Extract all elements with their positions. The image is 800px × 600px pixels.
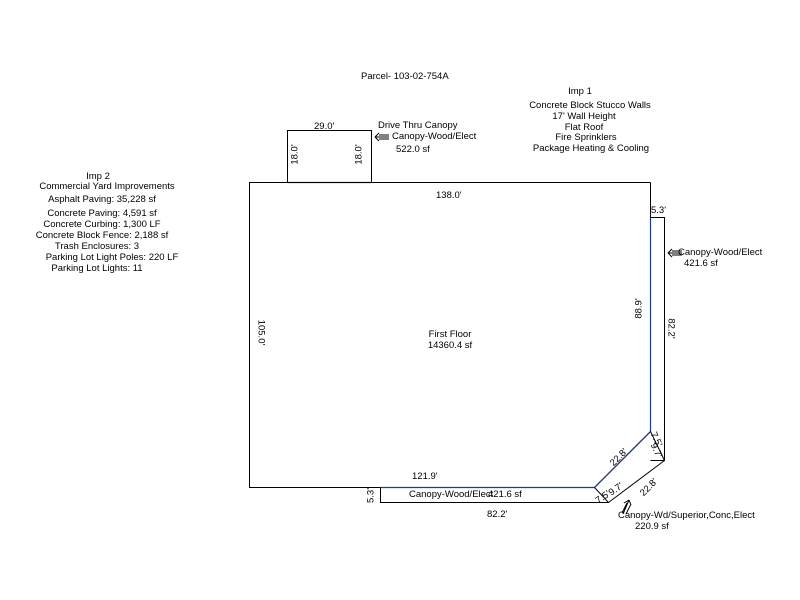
imp1-line: Fire Sprinklers <box>555 132 617 143</box>
corner-canopy-shared-edge <box>594 431 651 488</box>
corner-canopy-arrow-icon <box>621 499 632 515</box>
main-dim-right: 88.9' <box>633 298 645 319</box>
first-floor-area: 14360.4 sf <box>427 340 473 351</box>
east-canopy-dim-right: 82.2' <box>665 318 677 339</box>
south-canopy-outline <box>380 487 609 503</box>
drive-thru-dim-right: 18.0' <box>353 144 365 165</box>
imp2-line: Parking Lot Light Poles: 220 LF <box>45 252 179 263</box>
drive-thru-arrow-icon <box>374 132 389 142</box>
drive-thru-title: Drive Thru Canopy <box>378 120 458 131</box>
drive-thru-dim-left: 18.0' <box>289 144 301 165</box>
imp2-title: Imp 2 <box>86 171 110 182</box>
imp2-line: Commercial Yard Improvements <box>39 181 175 192</box>
imp1-line: Package Heating & Cooling <box>532 143 650 154</box>
east-canopy-outline <box>650 217 665 461</box>
south-canopy-dim-left: 5.3' <box>365 487 377 504</box>
imp2-line: Concrete Block Fence: 2,188 sf <box>35 230 169 241</box>
south-canopy-area: 421.6 sf <box>488 489 522 500</box>
corner-canopy-area: 220.9 sf <box>635 521 669 532</box>
east-canopy-dim-top: 5.3' <box>651 205 667 216</box>
east-canopy-type: Canopy-Wood/Elect <box>678 247 763 258</box>
main-dim-left: 105.0' <box>255 319 267 346</box>
corner-canopy-type: Canopy-Wd/Superior,Conc,Elect <box>618 510 755 521</box>
south-canopy-label: Canopy-Wood/Elect <box>409 489 494 500</box>
drive-thru-type: Canopy-Wood/Elect <box>392 131 477 142</box>
east-canopy-arrow-icon <box>667 248 682 258</box>
parcel-number: Parcel- 103-02-754A <box>361 71 449 82</box>
imp1-title: Imp 1 <box>568 86 592 97</box>
east-canopy-area: 421.6 sf <box>684 258 718 269</box>
main-dim-bottom: 121.9' <box>412 471 438 482</box>
imp1-line: Concrete Block Stucco Walls <box>529 100 651 111</box>
main-dim-top: 138.0' <box>436 190 462 201</box>
imp2-line: Asphalt Paving: 35,228 sf <box>48 194 156 205</box>
imp2-line: Concrete Curbing: 1,300 LF <box>43 219 161 230</box>
imp2-line: Concrete Paving: 4,591 sf <box>47 208 157 219</box>
drive-thru-area: 522.0 sf <box>396 144 430 155</box>
imp1-line: Flat Roof <box>564 122 604 133</box>
first-floor-label: First Floor <box>428 329 472 340</box>
drive-thru-dim-top: 29.0' <box>314 121 335 132</box>
imp2-line: Parking Lot Lights: 11 <box>51 263 143 274</box>
imp1-line: 17' Wall Height <box>552 111 616 122</box>
imp2-line: Trash Enclosures: 3 <box>54 241 140 252</box>
south-canopy-dim-bottom: 82.2' <box>487 509 508 520</box>
